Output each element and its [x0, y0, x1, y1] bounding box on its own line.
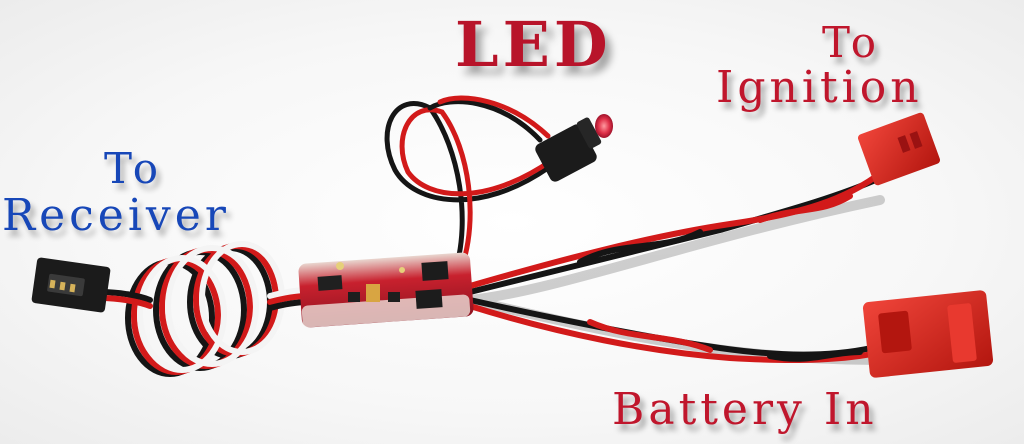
to-ignition-label-line2: Ignition — [716, 62, 923, 113]
battery-in-label: Battery In — [612, 384, 878, 435]
ignition-lead-wires — [467, 169, 885, 295]
led-lead-wires — [384, 95, 555, 271]
battery-lead-wires — [467, 297, 885, 363]
to-ignition-label-line1: To — [822, 18, 881, 67]
ignition-connector — [858, 112, 940, 186]
receiver-connector — [31, 257, 111, 313]
to-receiver-label-line1: To — [104, 144, 163, 193]
to-receiver-label-line2: Receiver — [2, 190, 230, 241]
cable-shadows — [465, 195, 885, 365]
led-label: LED — [455, 8, 612, 81]
led-indicator — [535, 114, 613, 182]
pcb-components — [317, 261, 449, 309]
switch-pcb-module — [298, 252, 474, 328]
battery-connector — [862, 290, 994, 378]
receiver-coiled-lead — [97, 241, 311, 377]
